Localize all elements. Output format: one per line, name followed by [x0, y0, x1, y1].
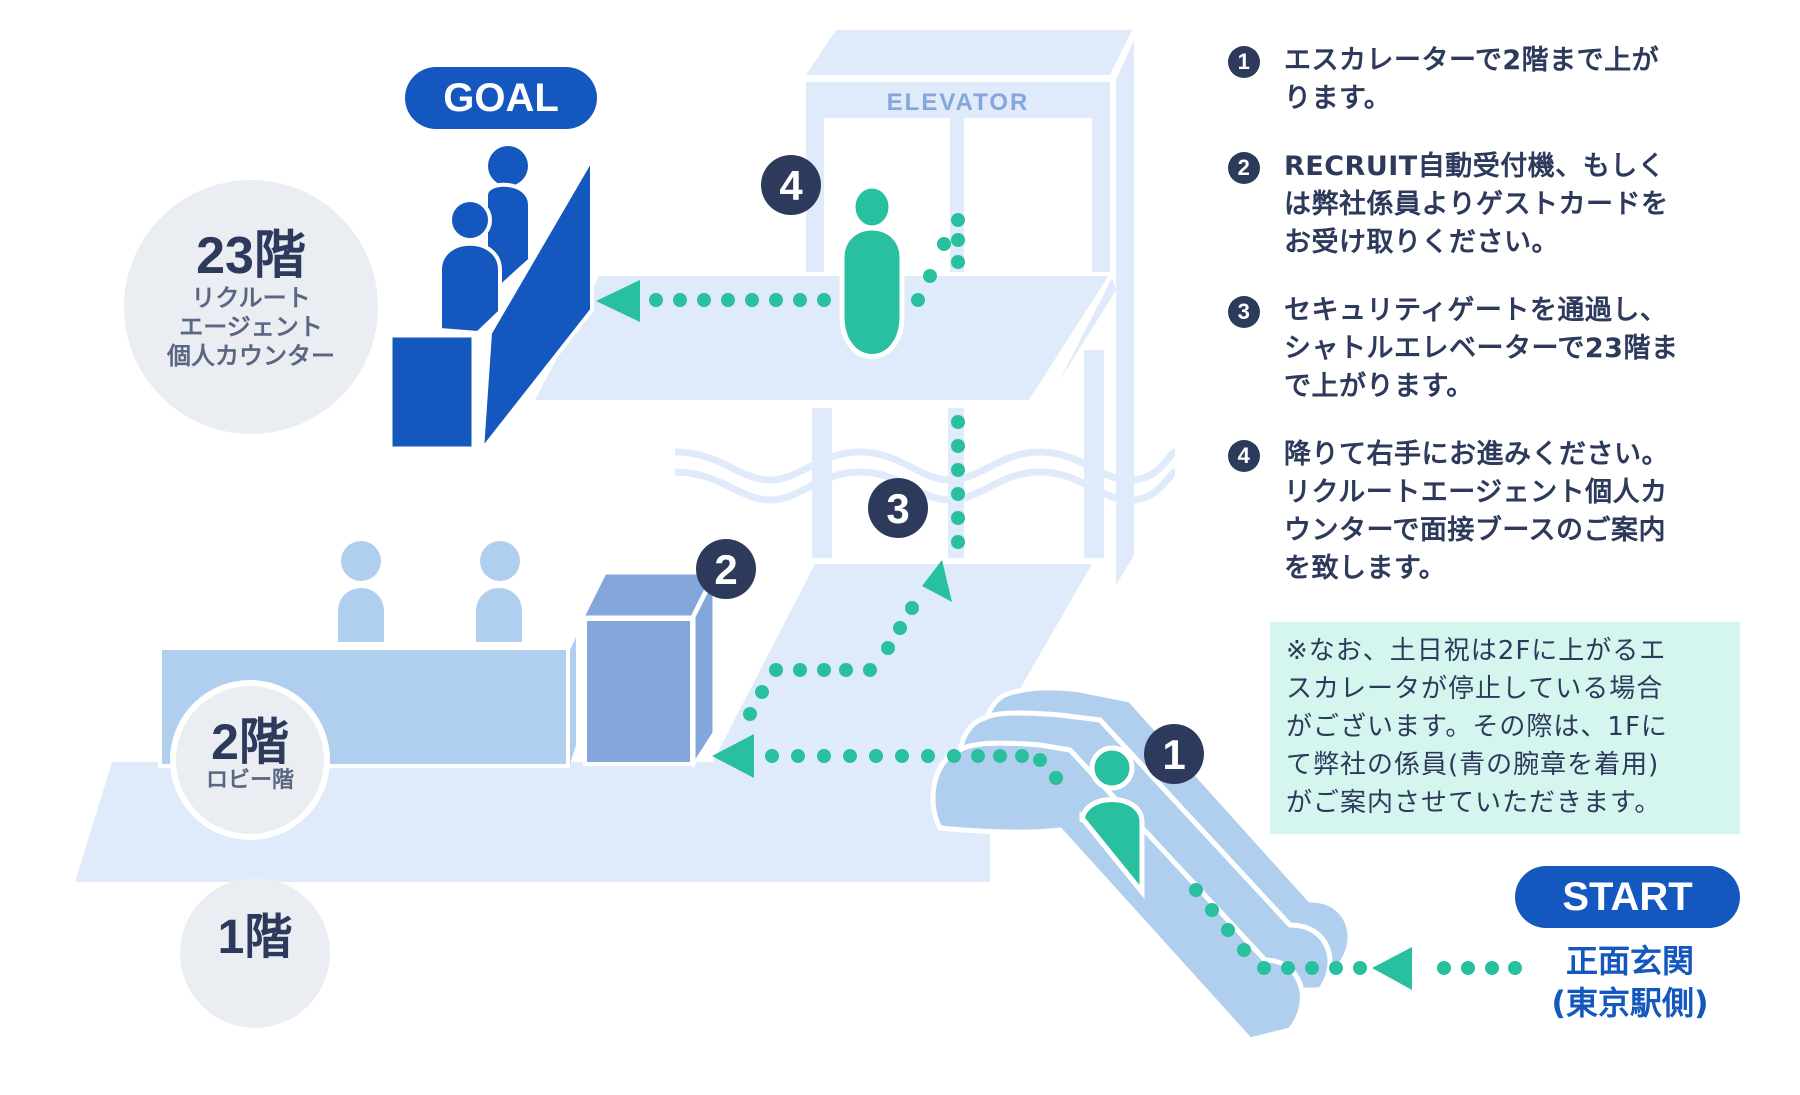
note-line: て弊社の係員(青の腕章を着用) [1286, 750, 1660, 780]
counter-desk-side [570, 637, 576, 764]
start-location: 正面玄関 (東京駅側) [1530, 940, 1730, 1024]
floor-1-title: 1階 [217, 911, 293, 964]
person-icon-23f [839, 183, 905, 359]
elevator-lower-side [1060, 278, 1116, 380]
step-2: 2 RECRUIT自動受付機、もしく は弊社係員よりゲストカードを お受け取りく… [1228, 148, 1748, 262]
step-number-badge: 1 [1228, 46, 1260, 78]
start-location-line: 正面玄関 [1565, 942, 1694, 980]
floor-2-back-platform [688, 564, 1092, 810]
step-text-line: エスカレーターで2階まで上が [1284, 45, 1660, 76]
floor-badge-23: 23階 リクルート エージェント 個人カウンター [124, 180, 378, 434]
svg-text:4: 4 [779, 162, 803, 209]
start-badge: START [1515, 866, 1740, 928]
step-3: 3 セキュリティゲートを通過し、 シャトルエレベーターで23階ま で上がります。 [1228, 292, 1748, 406]
svg-text:3: 3 [886, 485, 909, 532]
step-1: 1 エスカレーターで2階まで上が ります。 [1228, 42, 1748, 118]
floor-badge-1: 1階 [180, 878, 330, 1028]
step-text-line: 降りて右手にお進みください。 [1284, 439, 1669, 470]
reception-kiosk-icon [580, 571, 717, 770]
goal-counter [389, 146, 594, 457]
arrow-left-icon [1372, 947, 1412, 990]
map-marker-1: 1 [1144, 724, 1204, 784]
start-location-line: (東京駅側) [1551, 984, 1709, 1022]
staff-head-icon [488, 146, 528, 186]
step-number-badge: 3 [1228, 296, 1260, 328]
step-number-badge: 4 [1228, 440, 1260, 472]
staff-head-icon [480, 541, 520, 581]
map-marker-3: 3 [868, 478, 928, 538]
staff-head-icon [341, 541, 381, 581]
goal-badge: GOAL [405, 67, 597, 129]
step-text-line: ります。 [1284, 83, 1392, 114]
arrow-left-icon [712, 734, 754, 778]
elevator-label: ELEVATOR [887, 89, 1030, 116]
counter-front-icon [389, 334, 475, 450]
staff-body-icon [338, 588, 384, 642]
arrow-up-right-icon [922, 560, 952, 602]
step-text-line: ウンターで面接ブースのご案内 [1284, 515, 1667, 546]
svg-text:1: 1 [1162, 731, 1185, 778]
note-line: ※なお、土日祝は2Fに上がるエ [1286, 636, 1667, 666]
elevator-front-top [806, 82, 1110, 118]
route-segment-to-kiosk [712, 734, 985, 778]
step-text-line: シャトルエレベーターで23階ま [1284, 333, 1679, 364]
elevator-right-post [1092, 82, 1110, 272]
step-text-line: リクルートエージェント個人カ [1284, 477, 1668, 508]
note-line: がご案内させていただきます。 [1286, 788, 1662, 818]
floor-23-sub-line: エージェント [179, 313, 323, 341]
counter-panel-icon [479, 150, 594, 457]
elevator-mid-post [950, 118, 964, 272]
step-text-line: お受け取りください。 [1284, 227, 1559, 258]
elevator-side [1116, 40, 1134, 585]
guest-body-icon [438, 241, 502, 336]
map-marker-2: 2 [696, 539, 756, 599]
arrow-left-icon [596, 280, 640, 322]
weekend-note: ※なお、土日祝は2Fに上がるエ スカレータが停止している場合 がございます。その… [1270, 622, 1740, 834]
floor-23-sub-line: リクルート [191, 284, 311, 312]
step-text-line: で上がります。 [1284, 371, 1474, 402]
step-number-badge: 2 [1228, 152, 1260, 184]
route-segment-to-goal [596, 213, 965, 322]
step-text-line: は弊社係員よりゲストカードを [1284, 189, 1669, 220]
guest-head-icon [448, 198, 492, 242]
person-icon-escalator [1079, 745, 1145, 900]
note-line: スカレータが停止している場合 [1286, 674, 1664, 704]
step-text-line: を致します。 [1284, 553, 1447, 584]
elevator-lower-right-post [1084, 350, 1104, 558]
floor-23-title: 23階 [196, 227, 306, 285]
step-4: 4 降りて右手にお進みください。 リクルートエージェント個人カ ウンターで面接ブ… [1228, 436, 1748, 588]
step-text-line: セキュリティゲートを通過し、 [1284, 295, 1668, 326]
elevator-roof [806, 30, 1132, 75]
floor-2-title: 2階 [211, 714, 289, 770]
note-line: がございます。その際は、1Fに [1286, 712, 1668, 742]
step-text-line: RECRUIT自動受付機、もしく [1284, 151, 1666, 182]
staff-body-icon [476, 588, 522, 642]
route-path [596, 213, 1522, 990]
route-segment-start [993, 749, 1522, 990]
floor-break-waves [674, 448, 1177, 504]
floor-2-sub: ロビー階 [205, 768, 294, 793]
floor-badge-2: 2階 ロビー階 [170, 680, 330, 840]
floor-23-sub-line: 個人カウンター [167, 342, 335, 370]
route-segment-to-elevator [743, 415, 965, 721]
map-marker-4: 4 [761, 155, 821, 215]
svg-text:2: 2 [714, 546, 737, 593]
step-instructions: 1 エスカレーターで2階まで上が ります。 2 RECRUIT自動受付機、もしく… [1228, 42, 1748, 618]
